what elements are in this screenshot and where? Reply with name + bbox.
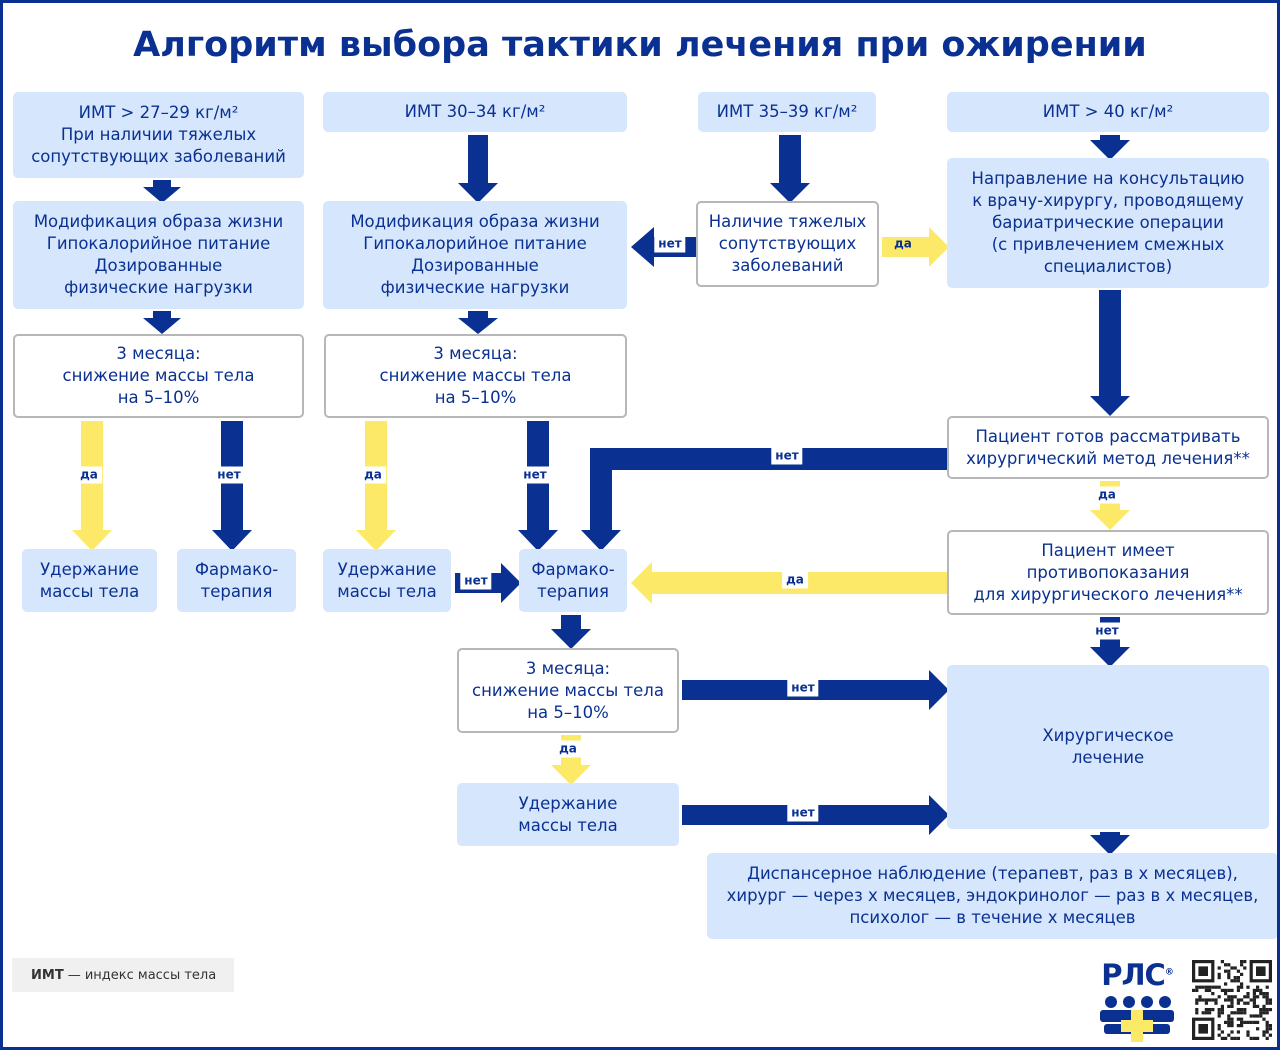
label-no-f3: нет — [460, 572, 492, 590]
lifestyle-box-1: Модификация образа жизни Гипокалорийное … — [13, 201, 304, 309]
label-yes-comorb: да — [894, 236, 912, 251]
label-no-h1: нет — [787, 679, 819, 697]
surgeon-referral-box: Направление на консультацию к врачу-хиру… — [947, 158, 1269, 288]
arrow-d1-f1-yes — [72, 421, 112, 551]
arrow-d2-f3-yes — [356, 421, 396, 551]
label-yes-contra: да — [782, 571, 808, 589]
label-no-contra: нет — [1091, 622, 1123, 640]
label-no-d2: нет — [519, 466, 551, 484]
arrow-c4-e4 — [1090, 290, 1130, 416]
logo-registered: ® — [1164, 967, 1174, 978]
arrow-i1-k1 — [1090, 832, 1130, 855]
bmi-40-box: ИМТ > 40 кг/м² — [947, 92, 1269, 132]
bmi-30-34-box: ИМТ 30–34 кг/м² — [323, 92, 627, 132]
label-yes-readiness: да — [1094, 486, 1120, 504]
bmi-27-29-box: ИМТ > 27–29 кг/м² При наличии тяжелых со… — [13, 92, 304, 178]
arrow-c2-d2 — [458, 311, 498, 334]
arrow-e4-f4-no — [581, 448, 949, 551]
arrow-c1-d1 — [143, 311, 181, 334]
logo-text: РЛС® — [1095, 958, 1179, 992]
lifestyle-box-2: Модификация образа жизни Гипокалорийное … — [323, 201, 627, 309]
label-no-j1: нет — [787, 804, 819, 822]
follow-up-box: Диспансерное наблюдение (терапевт, раз в… — [707, 853, 1277, 939]
logo-name: РЛС — [1101, 958, 1166, 992]
label-no-comorb: нет — [654, 235, 686, 253]
contraindications-decision: Пациент имеет противопоказания для хирур… — [947, 530, 1269, 615]
rls-logo: РЛС® — [1095, 958, 1179, 1044]
three-months-box-3: 3 месяца: снижение массы тела на 5–10% — [457, 648, 679, 733]
label-yes-d2: да — [360, 466, 386, 484]
weight-maintain-box-3: Удержание массы тела — [457, 783, 679, 846]
weight-maintain-box-2: Удержание массы тела — [323, 549, 451, 612]
pharmacotherapy-box-2: Фармако- терапия — [519, 549, 627, 612]
arrow-b4-c4 — [1090, 135, 1130, 160]
comorbidities-decision: Наличие тяжелых сопутствующих заболевани… — [696, 201, 879, 287]
surgery-box: Хирургическое лечение — [947, 665, 1269, 829]
legend-abbr: ИМТ — [31, 967, 64, 983]
page-title: Алгоритм выбора тактики лечения при ожир… — [133, 25, 1147, 65]
legend-text: — индекс массы тела — [67, 967, 217, 983]
three-months-box-1: 3 месяца: снижение массы тела на 5–10% — [13, 334, 304, 418]
arrow-f4-h1 — [551, 615, 591, 649]
label-yes-d1: да — [76, 466, 102, 484]
three-months-box-2: 3 месяца: снижение массы тела на 5–10% — [324, 334, 627, 418]
label-no-d1: нет — [213, 466, 245, 484]
weight-maintain-box-1: Удержание массы тела — [22, 549, 157, 612]
logo-people-icon — [1100, 996, 1174, 1042]
legend-box: ИМТ — индекс массы тела — [12, 958, 234, 992]
arrow-b2-c2 — [458, 135, 498, 203]
arrow-b1-c1 — [143, 180, 181, 203]
arrow-b3-c3 — [770, 135, 810, 203]
arrow-d1-f2-no — [212, 421, 252, 551]
pharmacotherapy-box-1: Фармако- терапия — [177, 549, 296, 612]
qr-code-icon — [1192, 960, 1272, 1040]
label-no-readiness: нет — [771, 447, 803, 465]
arrow-c3-c4-yes — [882, 227, 949, 267]
surgery-readiness-decision: Пациент готов рассматривать хирургически… — [947, 416, 1269, 479]
label-yes-h1: да — [555, 740, 581, 758]
bmi-35-39-box: ИМТ 35–39 кг/м² — [698, 92, 876, 132]
arrow-d2-f4-no — [518, 421, 558, 551]
